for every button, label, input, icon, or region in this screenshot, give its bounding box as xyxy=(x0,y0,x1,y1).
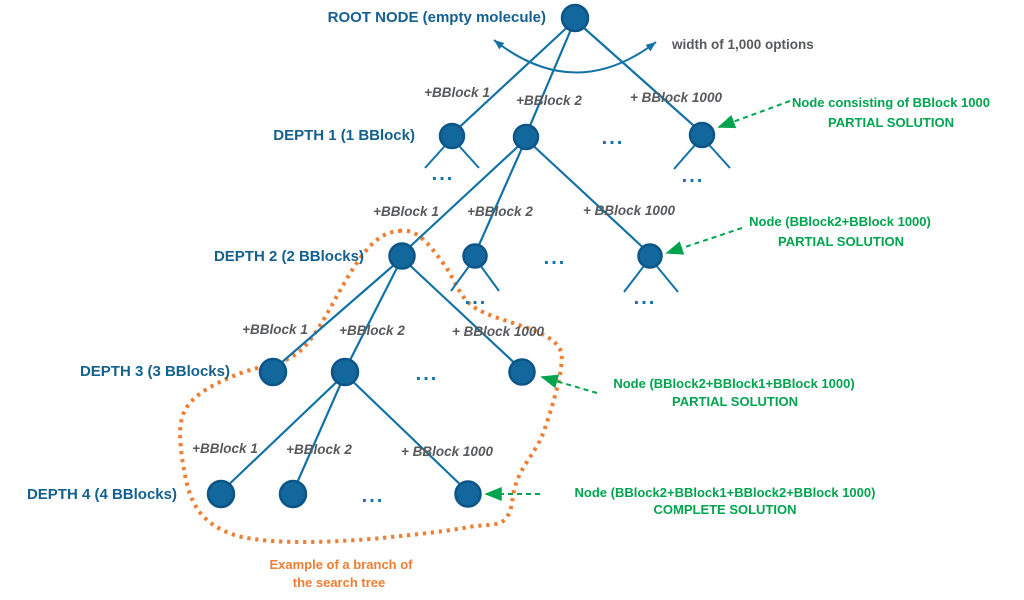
tree-node-d3-1 xyxy=(258,357,288,387)
ellipsis-d2-row: ... xyxy=(544,247,567,269)
annotation-arrow-3 xyxy=(540,374,598,394)
edge-label-r3-1000: + BBlock 1000 xyxy=(452,324,544,339)
depth-3-label: DEPTH 3 (3 BBlocks) xyxy=(80,363,230,380)
edge-labels: +BBlock 1 +BBlock 2 + BBlock 1000 +BBloc… xyxy=(192,85,722,459)
ellipsis-d1n1-children: ... xyxy=(432,163,455,185)
tree-node-d2-1 xyxy=(388,242,416,270)
edge-label-r4-1000: + BBlock 1000 xyxy=(401,444,493,459)
width-annotation-label: width of 1,000 options xyxy=(671,37,814,52)
annotation-1-line2: PARTIAL SOLUTION xyxy=(828,115,954,130)
tree-node-d3-1000 xyxy=(508,358,536,386)
tree-nodes xyxy=(206,3,716,509)
depth-1-label: DEPTH 1 (1 BBlock) xyxy=(273,127,415,144)
depth-2-label: DEPTH 2 (2 BBlocks) xyxy=(214,248,364,265)
edge-label-r3-1: +BBlock 1 xyxy=(242,322,308,337)
edge-label-r2-1: +BBlock 1 xyxy=(373,204,439,219)
edge-d3n2-d4n1 xyxy=(220,373,346,493)
edge-label-r3-2: +BBlock 2 xyxy=(339,323,405,338)
edge-d3n2-d4n2 xyxy=(291,373,347,493)
edge-label-r2-2: +BBlock 2 xyxy=(467,204,533,219)
edge-d1n2-d2n3 xyxy=(525,138,651,255)
width-arrow-right-head xyxy=(645,42,656,52)
tree-node-d4-2 xyxy=(278,479,308,509)
edge-d2n1-d3n2 xyxy=(344,257,403,371)
edge-label-r4-1: +BBlock 1 xyxy=(192,441,258,456)
ellipsis-d4-row: ... xyxy=(362,485,385,507)
edge-d1n2-d2n1 xyxy=(401,138,527,255)
edge-label-r2-1000: + BBlock 1000 xyxy=(583,203,675,218)
branch-outline xyxy=(178,228,564,544)
edge-root-d1n3 xyxy=(574,19,703,134)
ellipsis-d2n2-children: ... xyxy=(465,287,488,309)
tree-node-d4-1000 xyxy=(454,480,482,508)
edge-label-r1-2: +BBlock 2 xyxy=(516,93,582,108)
tree-node-d1-1000 xyxy=(688,121,716,149)
annotation-2-line1: Node (BBlock2+BBlock 1000) xyxy=(749,214,931,229)
tree-node-d1-1 xyxy=(438,122,466,150)
annotation-arrow-2 xyxy=(665,227,743,255)
tree-node-d4-1 xyxy=(206,479,236,509)
width-arrow xyxy=(493,39,657,74)
annotation-4-line1: Node (BBlock2+BBlock1+BBlock2+BBlock 100… xyxy=(575,485,876,500)
tree-node-d3-2 xyxy=(330,357,360,387)
width-arrow-curve xyxy=(493,39,657,74)
ellipsis-d3-row: ... xyxy=(416,363,439,385)
annotation-2-line2: PARTIAL SOLUTION xyxy=(778,234,904,249)
edge-label-r1-1000: + BBlock 1000 xyxy=(630,90,722,105)
node-annotations: Node consisting of BBlock 1000 PARTIAL S… xyxy=(575,95,990,517)
edge-label-r1-1: +BBlock 1 xyxy=(424,85,490,100)
annotation-arrows xyxy=(484,100,791,501)
root-node-label: ROOT NODE (empty molecule) xyxy=(328,9,546,26)
edge-label-r4-2: +BBlock 2 xyxy=(286,442,352,457)
width-arrow-left-head xyxy=(494,40,505,50)
edge-root-d1n1 xyxy=(451,19,576,135)
edge-d3n2-d4n3 xyxy=(344,373,469,493)
ellipsis-d1-row: ... xyxy=(602,127,625,149)
annotation-4-line2: COMPLETE SOLUTION xyxy=(654,502,797,517)
annotation-3-line1: Node (BBlock2+BBlock1+BBlock 1000) xyxy=(613,376,854,391)
tree-node-d2-2 xyxy=(462,243,488,269)
edge-d2n1-d3n1 xyxy=(272,257,403,371)
branch-caption-line1: Example of a branch of xyxy=(269,557,413,572)
annotation-arrow-1 xyxy=(717,100,791,129)
edge-root-d1n2 xyxy=(524,19,577,136)
ellipsis-d1n3-children: ... xyxy=(682,165,705,187)
edge-d1n2-d2n2 xyxy=(473,138,528,255)
annotation-3-line2: PARTIAL SOLUTION xyxy=(672,394,798,409)
branch-caption-line2: the search tree xyxy=(293,575,386,590)
edge-d2n1-d3n3 xyxy=(401,257,523,371)
ellipsis-marks: ... ... ... ... ... ... ... ... xyxy=(362,127,705,507)
annotation-1-line1: Node consisting of BBlock 1000 xyxy=(792,95,990,110)
ellipsis-d2n3-children: ... xyxy=(634,287,657,309)
tree-node-root xyxy=(560,3,590,33)
depth-4-label: DEPTH 4 (4 BBlocks) xyxy=(27,486,177,503)
tree-node-d2-1000 xyxy=(637,243,663,269)
tree-node-d1-2 xyxy=(512,123,540,151)
